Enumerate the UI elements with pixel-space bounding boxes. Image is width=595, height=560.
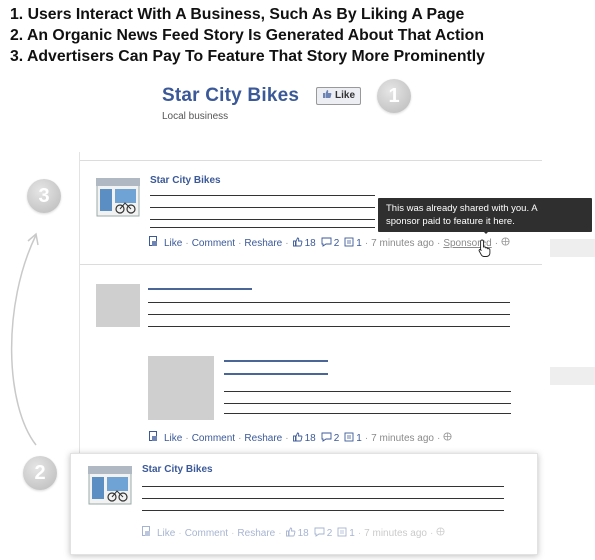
shares-count[interactable]: 1 [349,527,355,539]
comment-bubble-icon [314,527,325,540]
step-3-text: 3. Advertisers Can Pay To Feature That S… [10,48,485,65]
text-line [150,219,375,220]
step-1-text: 1. Users Interact With A Business, Such … [10,6,465,23]
story-timestamp[interactable]: 7 minutes ago [371,237,434,249]
hand-cursor-icon [478,239,491,257]
like-icon [149,431,161,445]
text-line [142,498,504,499]
feed-top-divider [80,160,542,161]
sponsored-tooltip: This was already shared with you. A spon… [378,198,592,232]
story-timestamp[interactable]: 7 minutes ago [364,527,427,539]
share-icon [344,432,354,445]
tooltip-line-2: sponsor paid to feature it here. [386,216,515,227]
comment-bubble-icon [321,432,332,445]
share-icon [344,237,354,250]
attachment-title-placeholder [224,360,328,362]
story-author-name[interactable]: Star City Bikes [150,175,221,186]
like-icon [142,526,154,540]
text-line [150,195,375,196]
reshare-link[interactable]: Reshare [244,432,283,444]
comment-bubble-icon [321,237,332,250]
text-line [150,227,375,228]
text-line [224,413,511,414]
story-author-name[interactable]: Star City Bikes [142,464,213,475]
likes-count[interactable]: 18 [304,237,316,249]
likes-count[interactable]: 18 [304,432,316,444]
step-list: 1. Users Interact With A Business, Such … [10,4,595,67]
reshare-link[interactable]: Reshare [244,237,283,249]
comments-count[interactable]: 2 [333,432,340,444]
step-3-badge: 3 [27,179,61,213]
text-line [148,326,510,327]
shares-count[interactable]: 1 [356,237,362,249]
globe-icon [436,527,445,539]
page-like-button[interactable]: Like [316,87,362,105]
feed-story-action-bar: Like · Comment · Reshare · 18 2 1 · 7 mi… [149,431,452,445]
step-2-badge: 2 [23,456,57,490]
page-category: Local business [162,111,229,122]
like-button-label: Like [335,90,356,101]
text-line [142,486,504,487]
organic-action-bar: Like · Comment · Reshare · 18 2 1 · 7 mi… [142,526,445,540]
comments-count[interactable]: 2 [326,527,333,539]
business-avatar[interactable] [88,464,132,505]
comment-link[interactable]: Comment [191,432,236,444]
attachment-thumbnail[interactable] [148,356,214,420]
story-avatar-placeholder[interactable] [96,284,140,327]
globe-icon [443,432,452,444]
text-line [224,403,511,404]
like-icon [149,236,161,250]
text-line [142,510,504,511]
likes-count[interactable]: 18 [297,527,309,539]
globe-icon [501,237,510,249]
step-1-badge: 1 [377,79,411,113]
comments-count[interactable]: 2 [333,237,340,249]
like-link[interactable]: Like [164,432,183,444]
thumbs-up-icon [292,432,303,445]
organic-story-card [70,453,538,555]
text-line [148,302,510,303]
comment-link[interactable]: Comment [184,527,229,539]
business-avatar[interactable] [96,176,140,217]
thumbs-up-icon [292,237,303,250]
text-line [150,207,375,208]
page-title[interactable]: Star City Bikes [162,85,300,106]
feed-left-border [79,152,80,456]
shares-count[interactable]: 1 [356,432,362,444]
share-icon [337,527,347,540]
text-line [148,314,510,315]
side-column-block [550,239,595,257]
reshare-link[interactable]: Reshare [237,527,276,539]
curved-arrow-icon [10,232,39,446]
tooltip-pointer [480,228,492,234]
tooltip-line-1: This was already shared with you. A [386,203,538,214]
attachment-title-placeholder [224,373,328,375]
story-divider [80,264,542,265]
sponsored-link[interactable]: Sponsored [443,237,492,249]
step-2-text: 2. An Organic News Feed Story Is Generat… [10,27,484,44]
comment-link[interactable]: Comment [191,237,236,249]
story-timestamp[interactable]: 7 minutes ago [371,432,434,444]
sponsored-action-bar: Like · Comment · Reshare · 18 2 1 · 7 mi… [149,236,510,250]
side-column-block [550,367,595,385]
author-name-placeholder [148,288,252,290]
thumbs-up-icon [285,527,296,540]
thumbs-up-icon [322,89,332,104]
like-link[interactable]: Like [164,237,183,249]
text-line [224,391,511,392]
like-link[interactable]: Like [157,527,176,539]
